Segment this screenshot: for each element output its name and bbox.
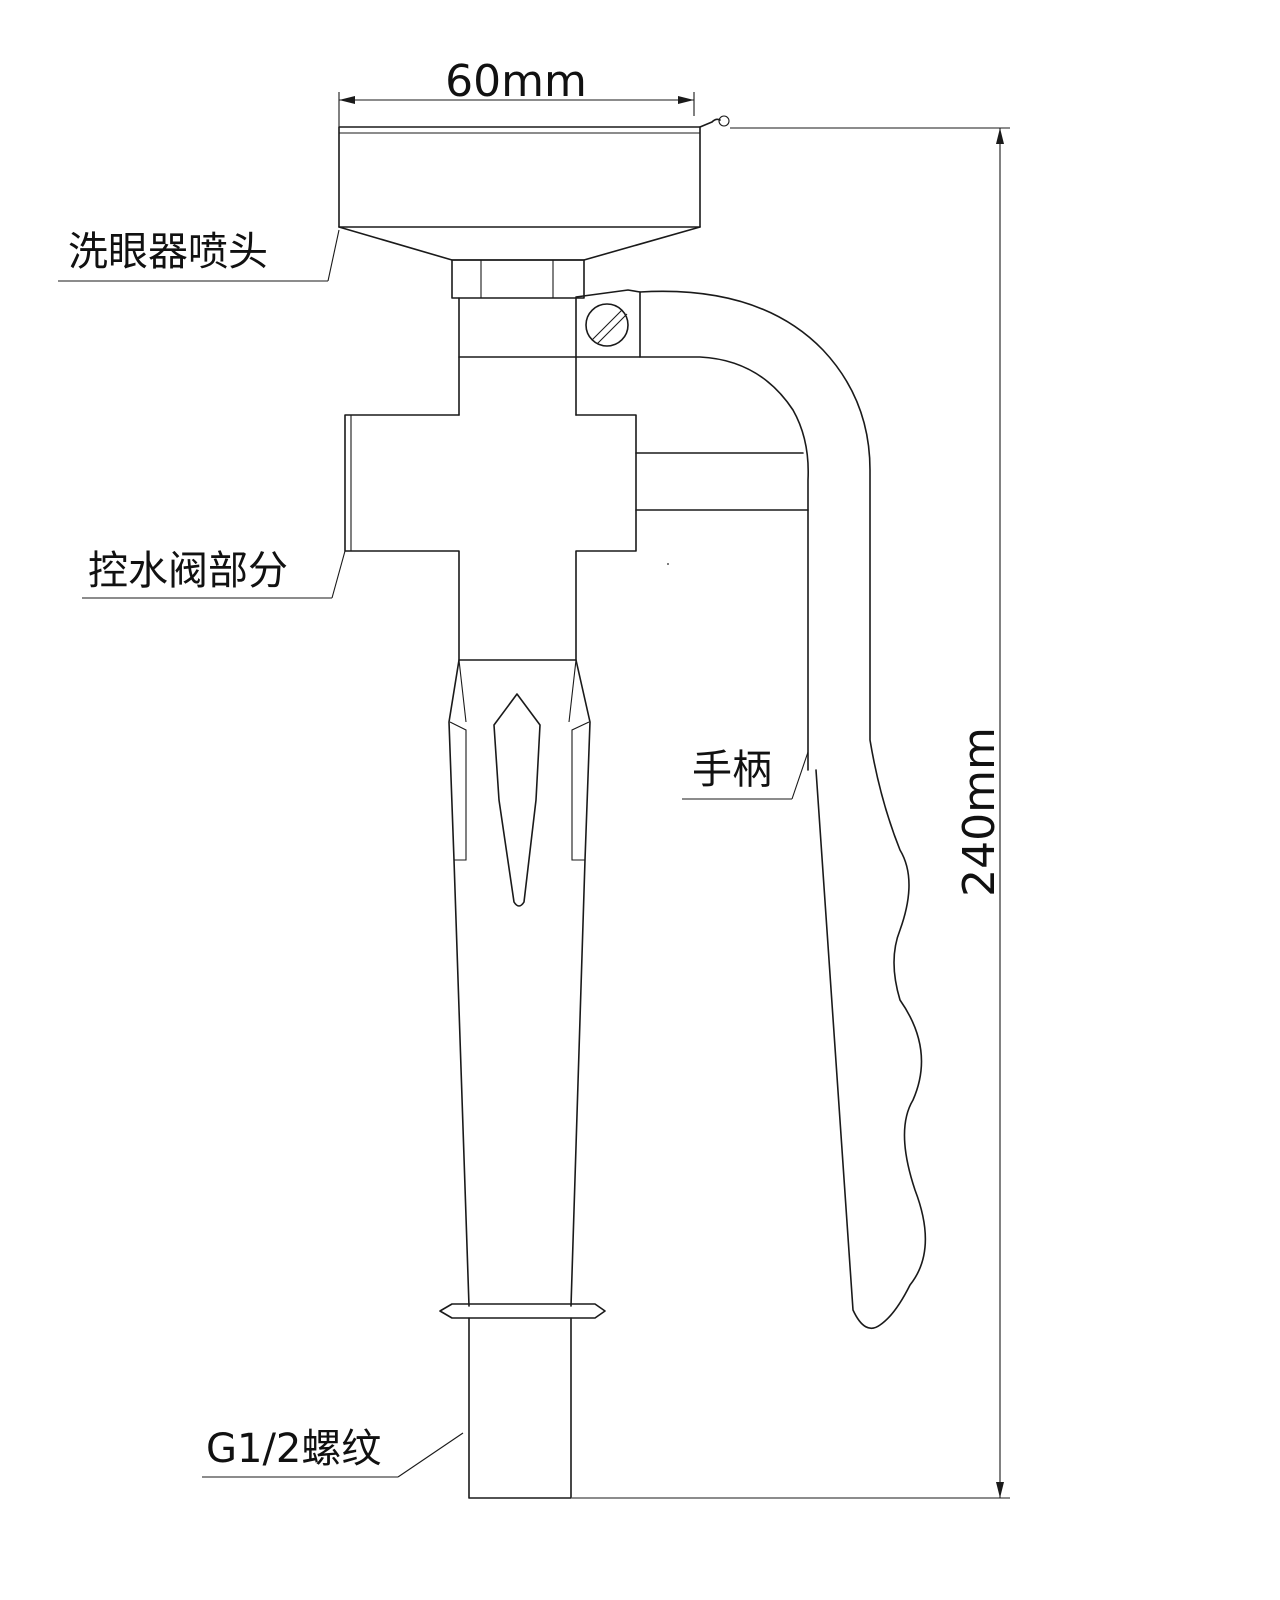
lower-body: [439, 659, 606, 1319]
valve-body: [344, 414, 809, 661]
nozzle-head: [338, 115, 730, 299]
width-dimension: 60mm: [338, 56, 695, 130]
label-handle-text: 手柄: [692, 747, 772, 793]
label-valve-text: 控水阀部分: [88, 548, 288, 594]
handle-lever: [639, 290, 927, 1329]
upper-body: [458, 289, 641, 416]
label-nozzle: 洗眼器喷头: [58, 229, 340, 282]
label-thread-text: G1/2螺纹: [206, 1426, 381, 1472]
thread-pipe: [468, 1317, 572, 1499]
label-nozzle-text: 洗眼器喷头: [68, 229, 268, 275]
height-dimension: 240mm: [572, 127, 1010, 1499]
label-handle: 手柄: [682, 747, 809, 800]
width-dimension-label: 60mm: [445, 56, 587, 107]
height-dimension-label: 240mm: [954, 727, 1005, 897]
label-thread: G1/2螺纹: [202, 1426, 464, 1478]
label-valve: 控水阀部分: [82, 548, 346, 599]
screw-icon: [585, 303, 629, 347]
